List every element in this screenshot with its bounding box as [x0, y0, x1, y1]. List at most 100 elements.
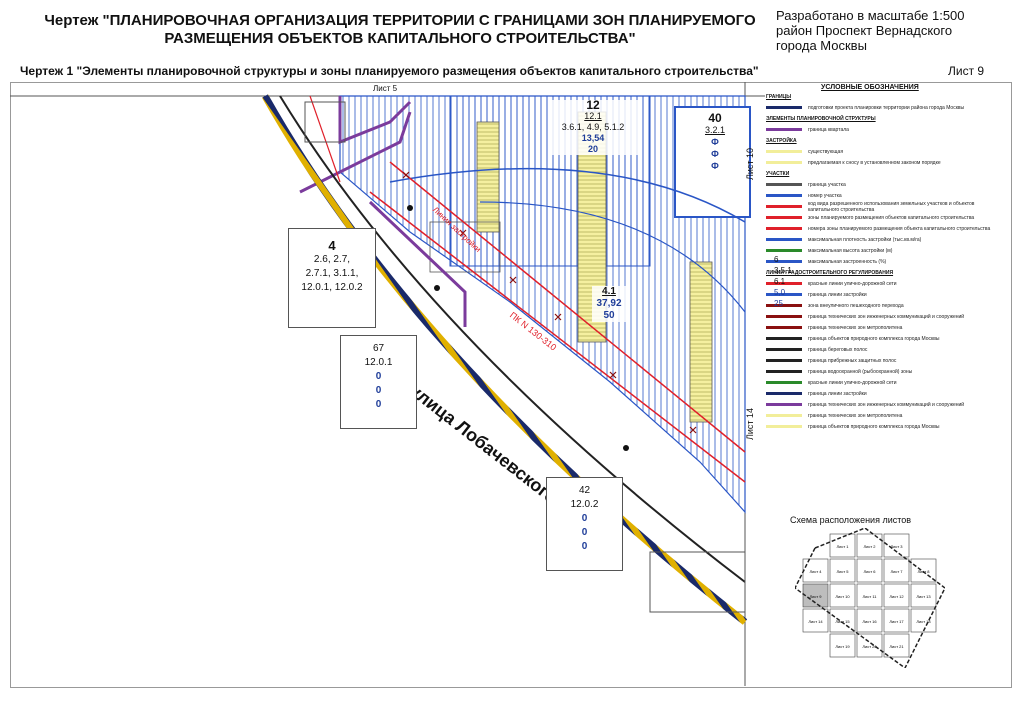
legend-swatch — [766, 425, 802, 428]
title-line-2: РАЗМЕЩЕНИЯ ОБЪЕКТОВ КАПИТАЛЬНОГО СТРОИТЕ… — [164, 30, 636, 47]
legend-section-label: УЧАСТКИ — [766, 170, 790, 177]
legend-swatch — [766, 128, 802, 131]
red-line — [389, 161, 746, 453]
block-12-height: 20 — [587, 144, 598, 154]
schema-cell — [856, 608, 883, 633]
red-line — [309, 95, 341, 183]
legend-item: граница береговых полос — [766, 344, 1006, 355]
block-12-number: 12 — [586, 98, 600, 112]
schema-cell-label: Лист 15 — [835, 619, 850, 624]
legend-item: граница линии застройки — [766, 388, 1006, 399]
map-frame — [10, 82, 1012, 688]
legend-item: ЛИНИИ ГРАДОСТРОИТЕЛЬНОГО РЕГУЛИРОВАНИЯ — [766, 267, 1006, 278]
legend-item: ЭЛЕМЕНТЫ ПЛАНИРОВОЧНОЙ СТРУКТУРЫ — [766, 113, 1006, 124]
scale-note: Разработано в масштабе 1:500 район Просп… — [776, 8, 1016, 53]
parcel-42-value-1: 0 — [581, 513, 588, 524]
schema-cell-label: Лист 5 — [836, 569, 849, 574]
parcel-42-number: 42 — [578, 485, 591, 496]
block-12-codes: 3.6.1, 4.9, 5.1.2 — [561, 122, 625, 132]
legend-item: УЧАСТКИ — [766, 168, 1006, 179]
legend-item-label: красные линии улично-дорожной сети — [808, 379, 897, 386]
legend-item: предлагаемая к сносу в установленном зак… — [766, 157, 1006, 168]
building-outline — [649, 551, 746, 613]
schema-cell-label: Лист 21 — [889, 644, 904, 649]
red-line — [369, 191, 746, 483]
legend-sample-n6: 6 — [774, 255, 779, 264]
legend-item: граница объектов природного комплекса го… — [766, 333, 1006, 344]
schema-cell-label: Лист 6 — [863, 569, 876, 574]
building-outline — [304, 101, 346, 143]
legend-item: код вида разрешенного использования земе… — [766, 201, 1006, 212]
street-line — [261, 94, 748, 625]
parcel-box-42: 42 12.0.2 0 0 0 — [546, 477, 623, 571]
parcel-67-value-3: 0 — [375, 399, 382, 410]
legend-swatch — [766, 150, 802, 153]
schema-cell — [856, 558, 883, 583]
legend-item: красные линии улично-дорожной сети — [766, 278, 1006, 289]
legend-swatch — [766, 403, 802, 406]
zone-4-1-height: 50 — [603, 310, 615, 321]
legend-item: граница водоохранной (рыбоохранной) зоны — [766, 366, 1006, 377]
schema-cell — [856, 633, 883, 658]
legend-item-label: граница береговых полос — [808, 346, 868, 353]
legend-item-label: код вида разрешенного использования земе… — [808, 201, 975, 212]
legend-item-label: граница технических зон инженерных комму… — [808, 401, 965, 408]
legend-swatch — [766, 161, 802, 164]
legend-item-label: максимальная высота застройки (м) — [808, 247, 893, 254]
legend-item-label: граница участка — [808, 181, 846, 188]
legend-swatch — [766, 326, 802, 329]
legend-item-label: граница квартала — [808, 126, 849, 133]
legend-item-label: граница прибрежных защитных полос — [808, 357, 897, 364]
block-40-f1: Ф — [711, 137, 719, 147]
cross-markers — [402, 171, 697, 434]
legend-item-label: красные линии улично-дорожной сети — [808, 280, 897, 287]
schema-cell-label: Лист 13 — [916, 594, 931, 599]
drawing-title: Чертеж "ПЛАНИРОВОЧНАЯ ОРГАНИЗАЦИЯ ТЕРРИТ… — [30, 12, 770, 48]
block-40-zone: 3.2.1 — [704, 125, 726, 135]
parcel-67-value-2: 0 — [375, 385, 382, 396]
legend-item-label: граница объектов природного комплекса го… — [808, 335, 940, 342]
block-12-zone: 12.1 — [584, 111, 602, 121]
schema-cell-label: Лист 4 — [809, 569, 822, 574]
schema-cell — [856, 533, 883, 558]
legend-item-label: граница водоохранной (рыбоохранной) зоны — [808, 368, 913, 375]
schema-cell-label: Лист 16 — [862, 619, 877, 624]
quarter-boundary — [368, 200, 467, 327]
schema-cell-label: Лист 19 — [835, 644, 850, 649]
schema-cell — [883, 558, 910, 583]
legend-item-label: максимальная плотность застройки (тыс.кв… — [808, 236, 922, 243]
legend-item: граница технических зон инженерных комму… — [766, 399, 1006, 410]
legend-item-label: номер участка — [808, 192, 842, 199]
zone-4-1-number: 4.1 — [602, 286, 616, 297]
building-existing — [476, 121, 500, 233]
node-dot — [407, 205, 413, 211]
block-40-label: 40 3.2.1 Ф Ф Ф — [700, 112, 730, 172]
schema-cell-label: Лист 14 — [808, 619, 823, 624]
legend-item-label: предлагаемая к сносу в установленном зак… — [808, 159, 941, 166]
schema-cell — [856, 583, 883, 608]
block-12-density: 13,54 — [581, 133, 605, 143]
zone-4-1-density: 37,92 — [596, 298, 622, 309]
legend-swatch — [766, 194, 802, 197]
legend-swatch — [766, 304, 802, 307]
legend-section-label: ГРАНИЦЫ — [766, 93, 792, 100]
right-sheet-label-upper: Лист 10 — [745, 147, 755, 180]
legend-item: граница квартала — [766, 124, 1006, 135]
schema-cell — [910, 583, 937, 608]
legend-swatch — [766, 392, 802, 395]
legend-item: граница участка — [766, 179, 1006, 190]
legend-item: граница линии застройки — [766, 289, 1006, 300]
schema-cell — [883, 633, 910, 658]
legend-item: ГРАНИЦЫ — [766, 91, 1006, 102]
legend-swatch — [766, 183, 802, 186]
drawing-subtitle: Чертеж 1 "Элементы планировочной структу… — [20, 64, 759, 78]
schema-cell-label: Лист 17 — [889, 619, 904, 624]
legend-item: зоны планируемого размещения объектов ка… — [766, 212, 1006, 223]
block-40-f2: Ф — [711, 149, 719, 159]
legend-swatch — [766, 293, 802, 296]
legend-item-label: номера зоны планируемого размещения объе… — [808, 225, 991, 232]
map-canvas — [10, 82, 765, 686]
scale-line-2: район Проспект Вернадского — [776, 23, 953, 38]
legend-swatch — [766, 348, 802, 351]
